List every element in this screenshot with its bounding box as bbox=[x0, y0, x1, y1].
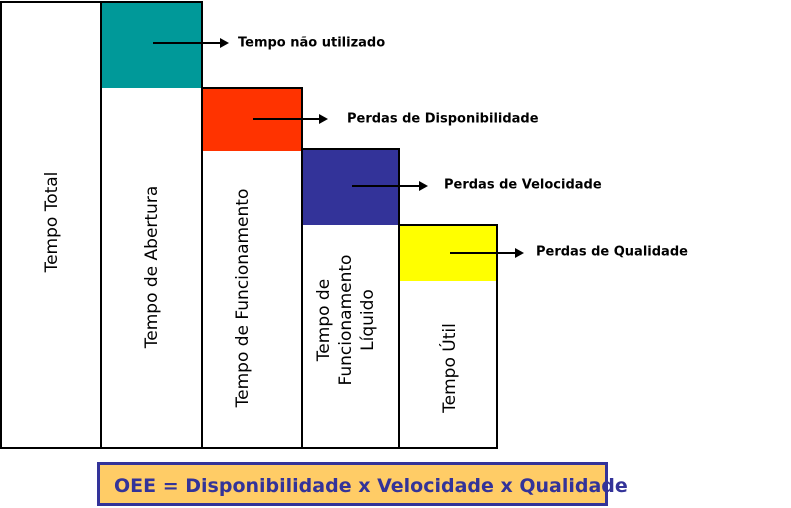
arrow-icon bbox=[450, 248, 524, 258]
oee-formula: OEE = Disponibilidade x Velocidade x Qua… bbox=[97, 462, 628, 506]
label-tempo-funcionamento: Tempo de Funcionamento bbox=[233, 188, 253, 408]
loss-label-disponibilidade: Perdas de Disponibilidade bbox=[347, 111, 539, 127]
arrow-icon bbox=[253, 114, 328, 124]
label-tempo-util: Tempo Útil bbox=[440, 323, 460, 413]
label-tempo-total: Tempo Total bbox=[42, 171, 62, 273]
arrow-icon bbox=[352, 181, 428, 191]
loss-block-tempo-nao-utilizado bbox=[102, 3, 201, 88]
label-tempo-abertura: Tempo de Abertura bbox=[142, 185, 162, 349]
loss-label-velocidade: Perdas de Velocidade bbox=[444, 177, 602, 193]
column-tempo-total bbox=[0, 1, 103, 449]
arrow-icon bbox=[153, 38, 229, 48]
label-tempo-funcionamento-liquido: Tempo de Funcionamento Líquido bbox=[314, 254, 378, 386]
loss-label-qualidade: Perdas de Qualidade bbox=[536, 244, 688, 260]
loss-label-tempo-nao-utilizado: Tempo não utilizado bbox=[238, 35, 386, 51]
loss-block-velocidade bbox=[303, 150, 398, 225]
loss-block-disponibilidade bbox=[203, 89, 301, 151]
